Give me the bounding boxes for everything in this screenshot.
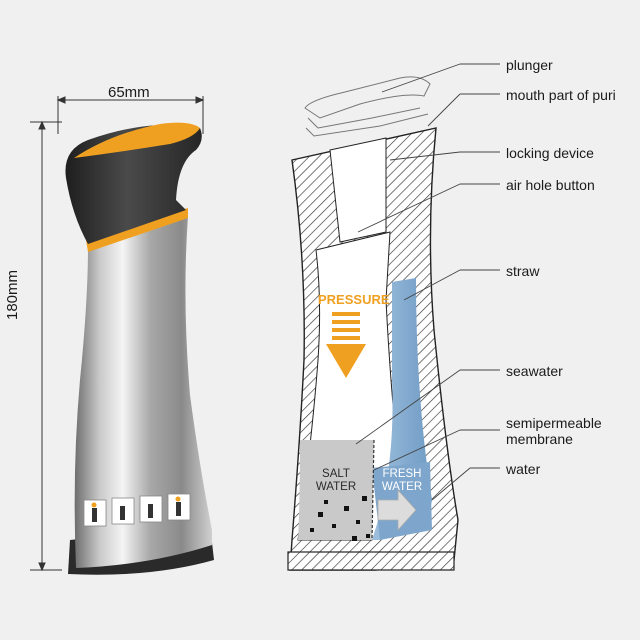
product-render — [30, 96, 214, 575]
height-dimension-label: 180mm — [4, 269, 21, 320]
salt-water — [298, 440, 374, 540]
fresh-water-label: FRESH WATER — [374, 468, 430, 494]
membrane — [371, 439, 375, 541]
plunger — [304, 76, 431, 137]
salt-water-word: WATER — [315, 481, 357, 493]
pressure-label: PRESSURE — [318, 292, 390, 307]
label-membrane: membrane — [506, 431, 573, 447]
salt-particles — [310, 496, 370, 541]
orange-mouth — [74, 122, 200, 158]
fresh-label: FRESH — [382, 468, 422, 480]
label-semipermeable: semipermeable — [506, 415, 602, 431]
fresh-water-word: WATER — [381, 481, 423, 493]
width-dimension-line — [56, 96, 205, 134]
label-straw: straw — [506, 263, 540, 279]
label-water: water — [506, 461, 541, 477]
label-mouth-part: mouth part of puri — [506, 87, 616, 103]
salt-water-label: SALT WATER — [308, 468, 364, 494]
label-air-hole-button: air hole button — [506, 177, 595, 193]
height-dimension-line — [30, 120, 62, 572]
label-plunger: plunger — [506, 57, 553, 73]
steel-body — [74, 216, 213, 568]
width-dimension-label: 65mm — [108, 84, 150, 101]
flow-arrow — [377, 488, 417, 532]
orange-band — [86, 208, 188, 252]
label-seawater: seawater — [506, 363, 563, 379]
pressure-arrow — [326, 312, 366, 378]
leader-lines — [355, 63, 500, 501]
cross-section — [287, 63, 500, 571]
label-locking-device: locking device — [506, 145, 594, 161]
salt-label: SALT — [322, 468, 350, 480]
dark-cap — [65, 124, 202, 244]
